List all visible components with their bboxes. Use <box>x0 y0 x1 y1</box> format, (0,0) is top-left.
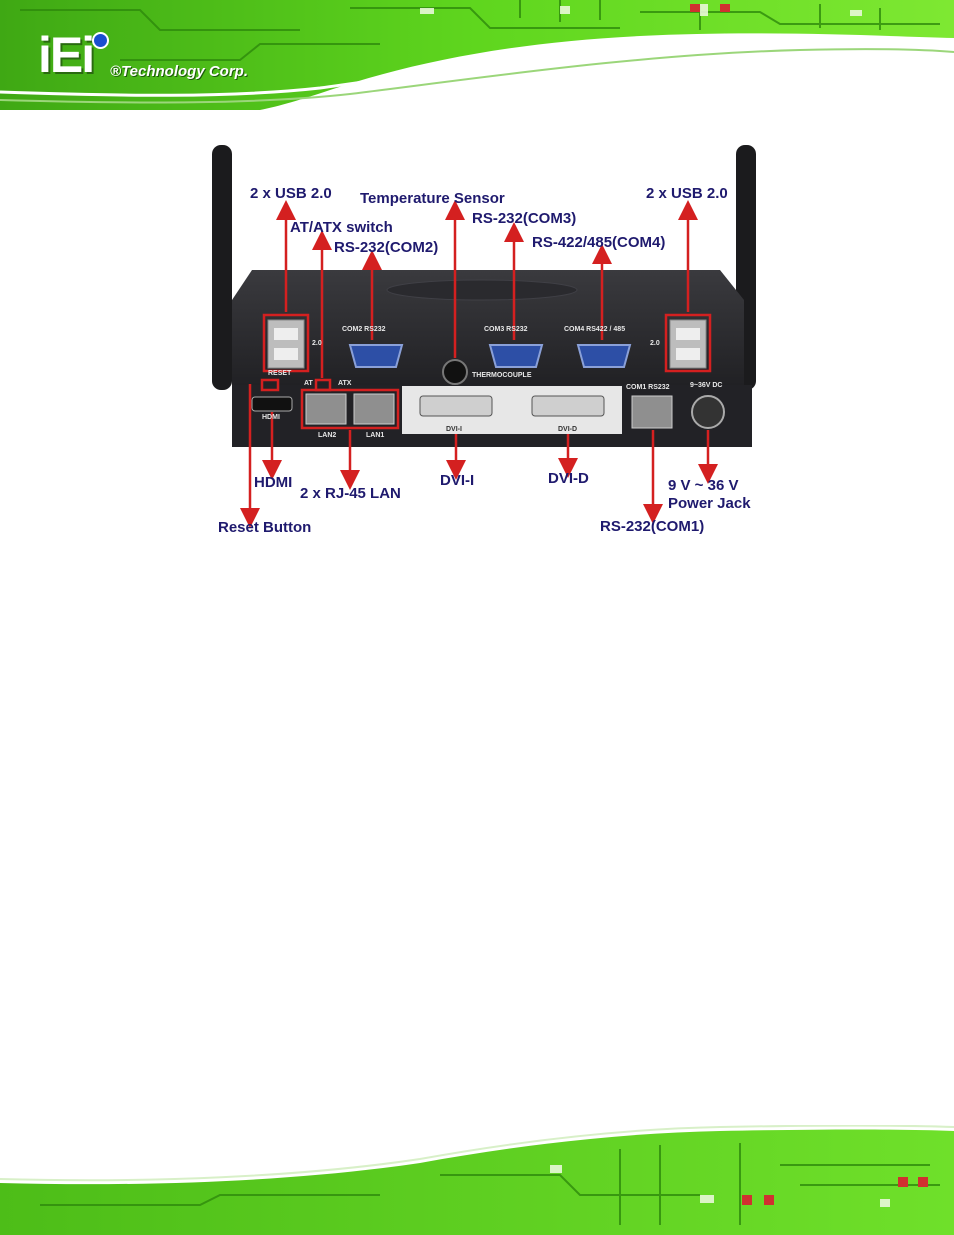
callout-dvi-i: DVI-I <box>440 472 475 489</box>
panel-label-com3: COM3 RS232 <box>484 326 528 333</box>
antenna-left <box>212 145 232 390</box>
callout-rs232-com2: RS-232(COM2) <box>334 239 439 256</box>
callout-at-atx-switch: AT/ATX switch <box>290 219 393 236</box>
callout-rs232-com1: RS-232(COM1) <box>600 518 705 535</box>
panel-label-atx: ATX <box>338 380 352 387</box>
callout-reset-button: Reset Button <box>218 519 312 536</box>
panel-label-hdmi: HDMI <box>262 414 280 421</box>
callout-power-jack-voltage: 9 V ~ 36 V <box>668 477 739 494</box>
panel-label-com2: COM2 RS232 <box>342 326 386 333</box>
callout-rj45-lan: 2 x RJ-45 LAN <box>300 485 401 502</box>
pcb-header-graphic <box>0 0 954 110</box>
callout-usb-right: 2 x USB 2.0 <box>646 185 728 202</box>
panel-label-usb-left: 2.0 <box>312 340 322 347</box>
callout-dvi-d: DVI-D <box>548 470 589 487</box>
logo-subtitle: ®Technology Corp. <box>110 63 248 80</box>
device-illustration <box>212 145 756 528</box>
panel-label-usb-right: 2.0 <box>650 340 660 347</box>
callout-temperature-sensor: Temperature Sensor <box>360 190 505 207</box>
panel-label-lan1: LAN1 <box>366 432 385 439</box>
panel-label-thermocouple: THERMOCOUPLE <box>472 372 532 379</box>
pcb-footer-graphic <box>0 1125 954 1235</box>
panel-label-dc: 9~36V DC <box>690 382 723 389</box>
page-footer <box>0 1125 954 1235</box>
callout-hdmi: HDMI <box>254 474 293 491</box>
callout-rs232-com3: RS-232(COM3) <box>472 210 577 227</box>
panel-label-dvi-d: DVI-D <box>558 426 578 433</box>
panel-label-reset: RESET <box>268 370 292 377</box>
callout-rs422-com4: RS-422/485(COM4) <box>532 234 666 251</box>
rear-panel-figure: COM2 RS232 COM3 RS232 COM4 RS422 / 485 T… <box>212 140 772 545</box>
callout-power-jack: Power Jack <box>668 495 751 512</box>
logo-mark: iEi <box>38 27 95 83</box>
callout-usb-left: 2 x USB 2.0 <box>250 185 332 202</box>
panel-label-dvi-i: DVI-I <box>446 426 462 433</box>
panel-label-com1: COM1 RS232 <box>626 384 670 391</box>
panel-label-com4: COM4 RS422 / 485 <box>564 326 626 333</box>
panel-label-lan2: LAN2 <box>318 432 337 439</box>
logo-dot <box>92 32 109 49</box>
page-header: iEi ®Technology Corp. <box>0 0 954 115</box>
panel-label-at: AT <box>304 380 313 387</box>
